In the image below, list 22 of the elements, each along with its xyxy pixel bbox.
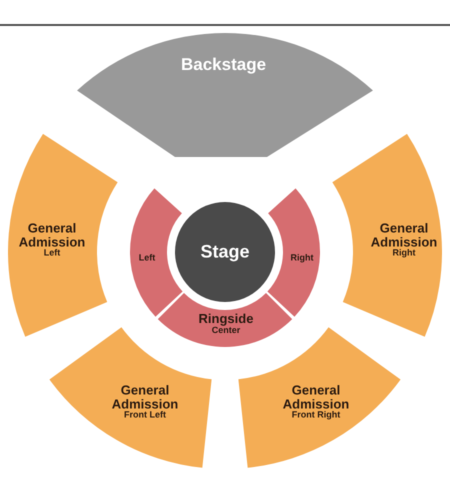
seating-section xyxy=(130,188,183,317)
backstage-section xyxy=(77,33,373,157)
section-label: Stage xyxy=(200,242,250,262)
section-sublabel: Center xyxy=(212,326,240,336)
seating-section xyxy=(8,133,118,337)
section-sublabel: Left xyxy=(44,248,60,259)
seating-section xyxy=(157,293,293,347)
seating-section xyxy=(332,133,442,337)
seating-section xyxy=(49,327,212,468)
section-label: General Admission xyxy=(370,221,438,249)
section-label: Ringside xyxy=(198,312,254,326)
stage-circle xyxy=(175,202,275,302)
section-label: General Admission xyxy=(18,221,86,249)
seating-section xyxy=(267,188,320,317)
section-sublabel: Front Right xyxy=(292,410,340,421)
section-label: General Admission xyxy=(282,383,350,411)
section-sublabel: Front Left xyxy=(124,410,166,421)
section-sublabel: Right xyxy=(392,248,416,259)
section-label: Right xyxy=(290,253,314,263)
section-label: General Admission xyxy=(110,383,180,411)
section-label: Backstage xyxy=(181,56,265,74)
section-label: Left xyxy=(138,253,156,263)
